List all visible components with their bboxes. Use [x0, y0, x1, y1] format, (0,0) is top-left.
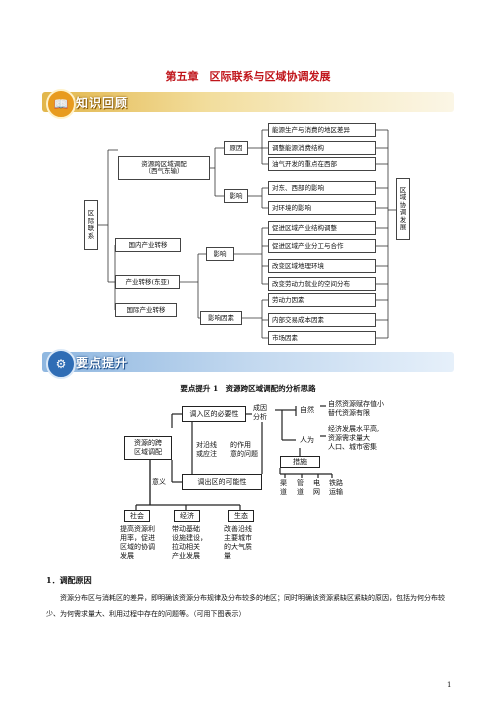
middle-text-2: 的作用意的问题 — [230, 441, 258, 458]
transport-item: 铁路运输 — [329, 479, 343, 496]
transfer-impact-item: 促进区域产业分工与合作 — [268, 239, 376, 253]
industry-transfer-box: 产业转移(东亚) — [115, 275, 180, 289]
section1-heading: 1．调配原因 — [46, 575, 92, 585]
banner-label: 要点提升 — [76, 356, 129, 370]
economy-desc: 带动基础设施建设，拉动相关产业发展 — [172, 525, 207, 560]
factor-item: 内部交易成本因素 — [268, 313, 376, 327]
factor-item: 劳动力因素 — [268, 293, 376, 307]
domestic-transfer-box: 国内产业转移 — [115, 238, 181, 252]
intl-transfer-box: 国际产业转移 — [115, 303, 177, 317]
key-points-banner: ⚙ 要点提升 — [42, 349, 454, 379]
book-icon: 📖 — [46, 89, 76, 119]
natural-label: 自然 — [300, 406, 314, 414]
human-label: 人为 — [300, 436, 314, 444]
factors-box: 影响因素 — [200, 311, 242, 325]
transfer-impact-item: 改变区域地理环境 — [268, 259, 376, 273]
reason-item: 调整能源消费结构 — [268, 141, 376, 155]
transport-item: 管道 — [297, 479, 304, 496]
natural-desc: 自然资源赋存值小替代资源有限 — [328, 400, 384, 417]
page-number: 1 — [447, 681, 452, 689]
economy-box: 经济 — [174, 510, 200, 522]
reason-item: 油气开发的重点在西部 — [268, 157, 376, 171]
measures-box: 措施 — [280, 456, 320, 468]
root-box: 区际联系 — [84, 200, 98, 250]
ecology-box: 生态 — [228, 510, 254, 522]
banner-label: 知识回顾 — [76, 96, 129, 110]
meaning-label: 意义 — [152, 478, 166, 486]
middle-text: 对沿线或应注 — [196, 441, 217, 458]
ecology-desc: 改善沿线主要城市的大气质量 — [224, 525, 252, 560]
reason-box: 原因 — [224, 141, 248, 155]
section1-text: 资源分布区与消耗区的差异，即明确该资源分布规律及分布较多的地区；同时明确该资源紧… — [46, 594, 445, 618]
transfer-impact-item: 改变劳动力就业的空间分布 — [268, 277, 376, 291]
society-desc: 提高资源利用率，促进区域的协调发展 — [120, 525, 155, 560]
impact-item: 对东、西部的影响 — [268, 181, 376, 195]
transfer-impact-box: 影响 — [206, 247, 234, 261]
society-box: 社会 — [124, 510, 150, 522]
gear-icon: ⚙ — [46, 349, 76, 379]
transport-item: 电网 — [313, 479, 320, 496]
impact-box: 影响 — [224, 189, 248, 203]
right-root-box: 区域协调发展 — [396, 178, 410, 240]
core-box: 资源的跨区域调配 — [124, 436, 172, 460]
human-desc: 经济发展水平高,资源需求量大人口、城市密集 — [328, 425, 380, 451]
chapter-title: 第五章 区际联系与区域协调发展 — [165, 70, 331, 83]
feasibility-box: 调出区的可能性 — [182, 474, 262, 490]
cause-label: 成因分析 — [253, 404, 267, 421]
resource-box: 资源跨区域调配（西气东输） — [118, 156, 210, 180]
impact-item: 对环境的影响 — [268, 201, 376, 215]
necessity-box: 调入区的必要性 — [182, 406, 246, 422]
reason-item: 能源生产与消费的地区差异 — [268, 123, 376, 137]
factor-item: 市场因素 — [268, 331, 376, 345]
knowledge-review-banner: 📖 知识回顾 — [42, 89, 454, 119]
transfer-impact-item: 促进区域产业结构调整 — [268, 221, 376, 235]
point1-title: 要点提升 1 资源跨区域调配的分析思路 — [180, 384, 316, 393]
transport-item: 渠道 — [280, 479, 287, 496]
